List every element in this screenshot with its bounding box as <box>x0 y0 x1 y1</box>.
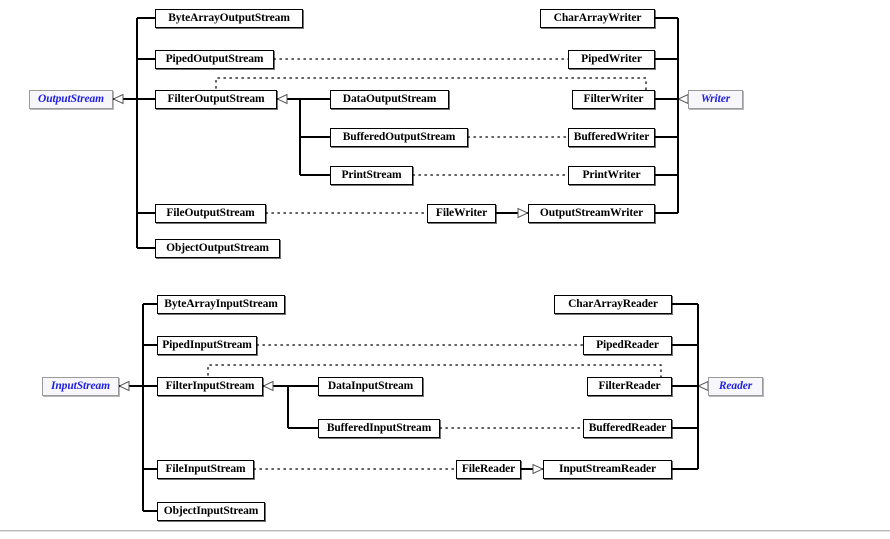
class-node-object-input-stream[interactable]: ObjectInputStream <box>157 502 265 521</box>
class-node-byte-array-output-stream[interactable]: ByteArrayOutputStream <box>155 9 303 28</box>
class-node-buffered-writer[interactable]: BufferedWriter <box>568 128 655 147</box>
class-node-data-input-stream[interactable]: DataInputStream <box>318 377 423 396</box>
class-node-char-array-reader[interactable]: CharArrayReader <box>554 295 672 314</box>
class-node-filter-reader[interactable]: FilterReader <box>587 377 672 396</box>
class-node-piped-reader[interactable]: PipedReader <box>583 336 672 355</box>
class-node-byte-array-input-stream[interactable]: ByteArrayInputStream <box>157 295 285 314</box>
class-node-piped-input-stream[interactable]: PipedInputStream <box>157 336 257 355</box>
class-node-buffered-reader[interactable]: BufferedReader <box>583 419 672 438</box>
class-node-output-stream-writer[interactable]: OutputStreamWriter <box>528 204 655 223</box>
class-node-buffered-output-stream[interactable]: BufferedOutputStream <box>330 128 468 147</box>
class-node-data-output-stream[interactable]: DataOutputStream <box>330 90 449 109</box>
class-node-filter-writer[interactable]: FilterWriter <box>572 90 655 109</box>
class-node-buffered-input-stream[interactable]: BufferedInputStream <box>318 419 440 438</box>
class-node-input-stream[interactable]: InputStream <box>42 377 119 396</box>
class-node-output-stream[interactable]: OutputStream <box>29 90 113 109</box>
class-node-print-writer[interactable]: PrintWriter <box>568 166 655 185</box>
class-node-piped-writer[interactable]: PipedWriter <box>568 50 655 69</box>
class-node-input-stream-reader[interactable]: InputStreamReader <box>543 460 672 479</box>
page-divider <box>0 530 890 532</box>
class-node-file-reader[interactable]: FileReader <box>456 460 521 479</box>
class-node-file-writer[interactable]: FileWriter <box>427 204 496 223</box>
class-node-file-output-stream[interactable]: FileOutputStream <box>155 204 266 223</box>
class-node-object-output-stream[interactable]: ObjectOutputStream <box>155 239 280 258</box>
class-node-reader[interactable]: Reader <box>708 377 763 396</box>
class-node-file-input-stream[interactable]: FileInputStream <box>157 460 254 479</box>
class-node-filter-input-stream[interactable]: FilterInputStream <box>157 377 263 396</box>
class-node-print-stream[interactable]: PrintStream <box>330 166 413 185</box>
class-node-char-array-writer[interactable]: CharArrayWriter <box>540 9 655 28</box>
class-node-piped-output-stream[interactable]: PipedOutputStream <box>155 50 274 69</box>
class-node-writer[interactable]: Writer <box>688 90 743 109</box>
class-node-filter-output-stream[interactable]: FilterOutputStream <box>155 90 277 109</box>
